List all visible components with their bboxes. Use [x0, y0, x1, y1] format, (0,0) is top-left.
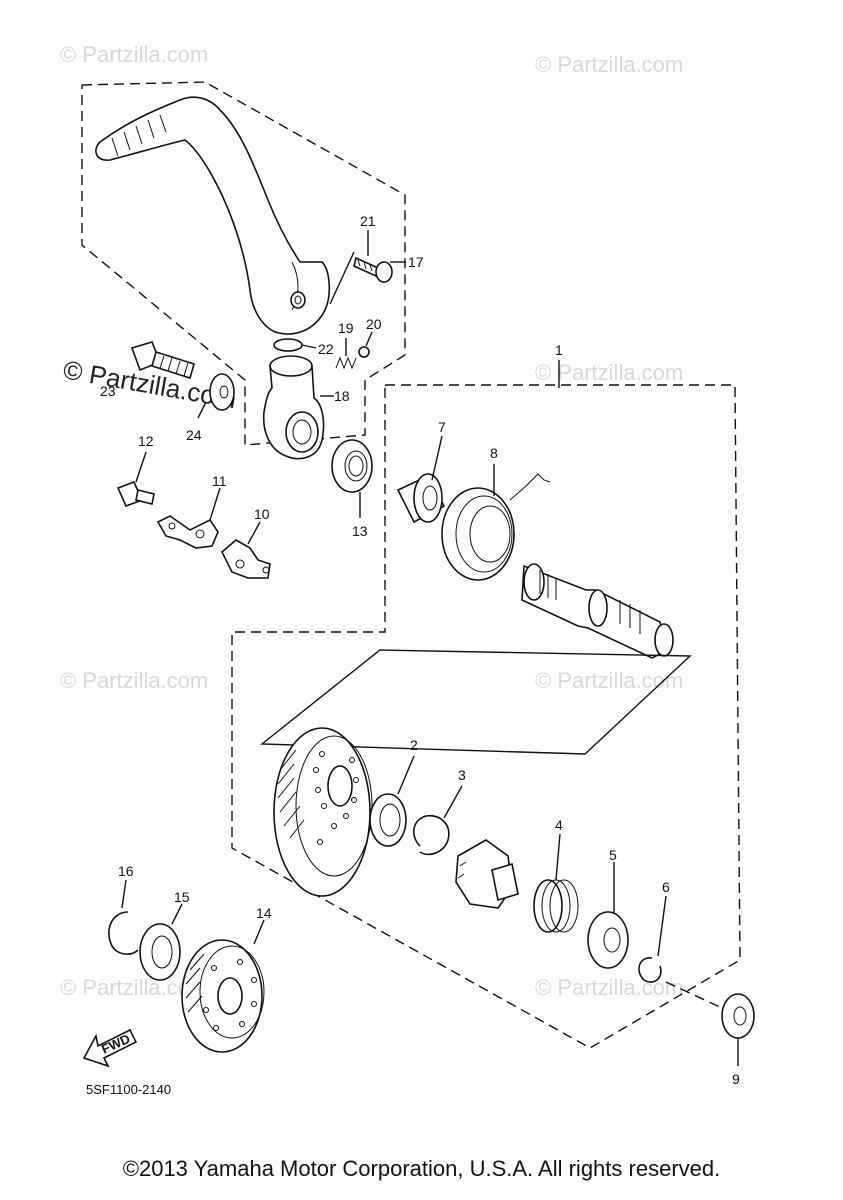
watermark: © Partzilla.com	[60, 668, 208, 693]
part-label-13: 13	[352, 523, 368, 539]
kick-gear	[273, 727, 373, 897]
watermarks: © Partzilla.com © Partzilla.com © Partzi…	[60, 42, 683, 1000]
part-label-5: 5	[609, 847, 617, 863]
washer-9	[721, 993, 755, 1039]
part-label-17: 17	[408, 254, 424, 270]
collar-7	[396, 473, 446, 524]
idler-gear-14	[181, 939, 265, 1053]
part-label-19: 19	[338, 320, 354, 336]
part-label-15: 15	[174, 889, 190, 905]
part-label-24: 24	[186, 427, 202, 443]
diagram-code: 5SF1100-2140	[86, 1082, 171, 1097]
ratchet-wheel	[455, 839, 519, 909]
torsion-spring-8	[441, 473, 551, 581]
washer-2	[369, 793, 407, 847]
copyright-footer: ©2013 Yamaha Motor Corporation, U.S.A. A…	[122, 1156, 721, 1181]
part-labels: 1 2 3 4 5 6 7 8 9 10 11 12 13 14 15 16 1…	[100, 213, 740, 1087]
kick-axle	[521, 563, 674, 659]
bolt-23	[130, 341, 195, 380]
washer-15	[139, 923, 181, 981]
part-label-10: 10	[254, 506, 270, 522]
kick-axle-group-outline	[231, 384, 741, 1049]
part-label-12: 12	[138, 433, 154, 449]
circlip-3	[413, 815, 450, 856]
spring-4	[533, 879, 579, 933]
kick-crank	[95, 96, 331, 335]
watermark: © Partzilla.com	[535, 360, 683, 385]
circlip-16	[108, 911, 139, 955]
part-label-14: 14	[256, 905, 272, 921]
part-label-3: 3	[458, 767, 466, 783]
part-label-7: 7	[438, 419, 446, 435]
spring-19	[335, 356, 357, 370]
part-label-16: 16	[118, 863, 134, 879]
bolt-21	[353, 256, 393, 283]
oil-seal-13	[331, 439, 373, 493]
watermark: © Partzilla.com	[60, 42, 208, 67]
ball-20	[358, 346, 370, 358]
part-label-8: 8	[490, 445, 498, 461]
plate-11	[156, 515, 219, 549]
guide-10	[221, 539, 271, 579]
watermark: © Partzilla.com	[535, 668, 683, 693]
part-label-23: 23	[100, 383, 116, 399]
circlip-6	[638, 957, 662, 983]
part-label-21: 21	[360, 213, 376, 229]
kick-boss-18	[262, 355, 325, 460]
watermark: © Partzilla.com	[535, 975, 683, 1000]
part-label-2: 2	[410, 737, 418, 753]
washer-24	[209, 373, 235, 411]
part-label-11: 11	[212, 473, 227, 489]
part-label-9: 9	[732, 1071, 740, 1087]
watermark: © Partzilla.com	[535, 52, 683, 77]
part-label-20: 20	[366, 316, 382, 332]
part-label-22: 22	[318, 341, 334, 357]
fwd-arrow: FWD	[82, 1028, 138, 1068]
part-label-1: 1	[555, 342, 563, 358]
bolt-12	[116, 480, 155, 508]
part-label-4: 4	[555, 817, 563, 833]
part-label-18: 18	[334, 388, 350, 404]
clip-22	[273, 338, 303, 352]
washer-5	[587, 911, 629, 969]
part-label-6: 6	[662, 879, 670, 895]
